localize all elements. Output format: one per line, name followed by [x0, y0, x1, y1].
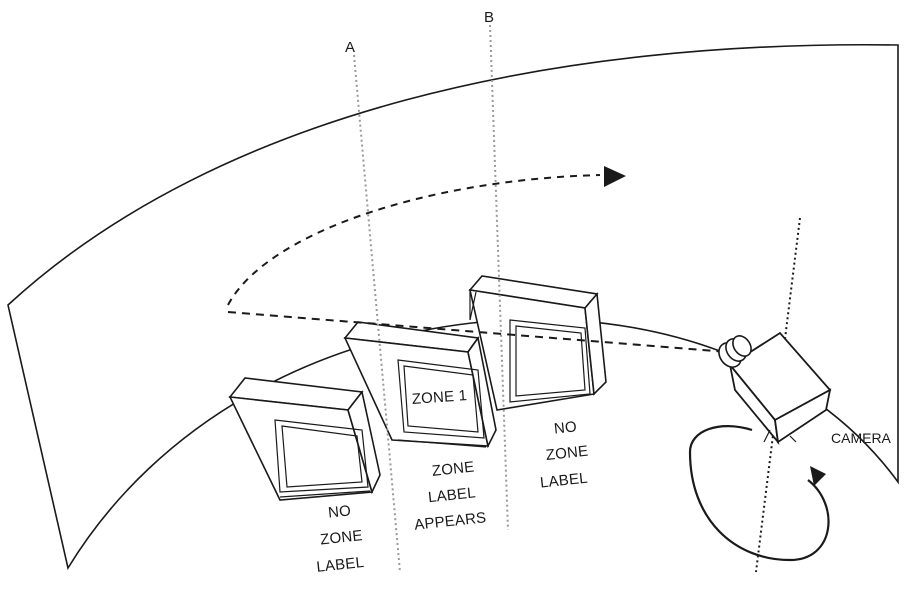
zone-label-right: NO ZONE LABEL: [539, 418, 589, 491]
zone-label-left-line2: ZONE: [319, 527, 363, 548]
zone-label-left: NO ZONE LABEL: [316, 502, 365, 576]
line-a: [353, 54, 401, 573]
zone-label-middle-line3: APPEARS: [413, 509, 487, 533]
sweep-arrowhead: [604, 166, 626, 187]
rotation-arrowhead: [810, 466, 826, 486]
zone-label-middle: ZONE LABEL APPEARS: [413, 458, 487, 533]
monitor-left: [228, 377, 381, 501]
camera-icon: [718, 331, 832, 446]
zone-label-middle-line1: ZONE: [431, 458, 475, 479]
screen-zone-label: ZONE 1: [411, 387, 467, 408]
zone-label-right-line2: ZONE: [545, 443, 589, 464]
camera-label: CAMERA: [831, 430, 892, 446]
line-b: [489, 24, 509, 531]
zone-label-left-line3: LABEL: [316, 554, 365, 576]
marker-b: B: [484, 9, 494, 26]
zone-label-middle-line2: LABEL: [427, 484, 476, 506]
curved-wall: [7, 43, 899, 571]
monitor-right: [468, 275, 607, 411]
zone-label-right-line1: NO: [553, 418, 578, 437]
zone-label-right-line3: LABEL: [539, 470, 588, 492]
marker-a: A: [345, 39, 355, 56]
zone-label-left-line1: NO: [327, 502, 352, 521]
rotation-ellipse: [688, 425, 830, 562]
